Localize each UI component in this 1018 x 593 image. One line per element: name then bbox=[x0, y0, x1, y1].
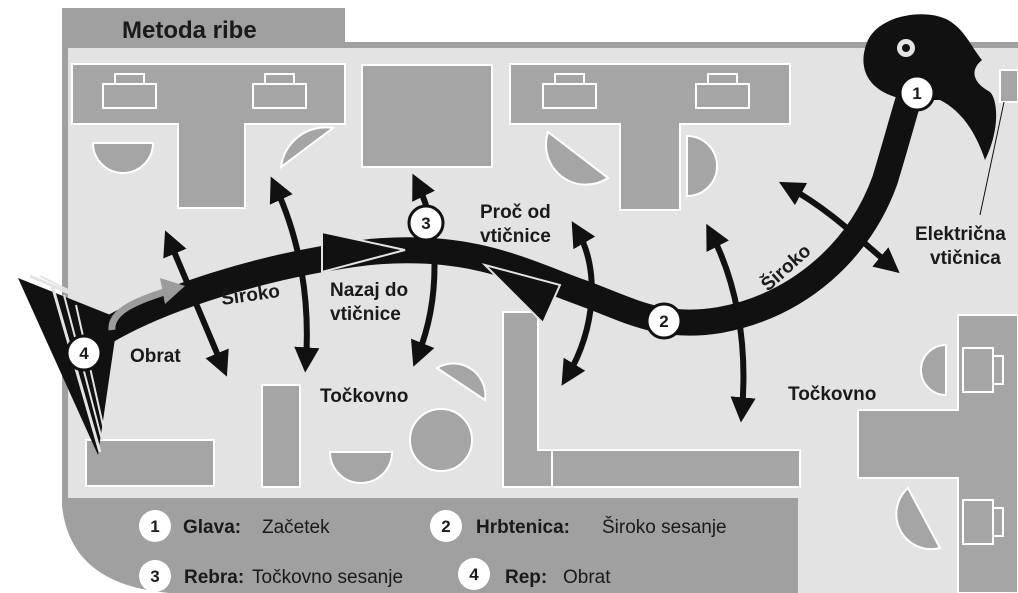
chair-top-left-1 bbox=[91, 142, 155, 174]
direction-arrow-nazaj bbox=[321, 230, 406, 274]
chair-bottom-1 bbox=[328, 451, 394, 484]
svg-text:1: 1 bbox=[912, 84, 921, 103]
chair-right-1 bbox=[920, 343, 947, 397]
chair-right-2 bbox=[895, 486, 942, 551]
marker-2: 2 bbox=[645, 302, 683, 340]
legend-panel bbox=[62, 498, 798, 593]
legend-desc-4: Obrat bbox=[563, 567, 611, 588]
rib-5 bbox=[706, 223, 756, 423]
desk-top-left bbox=[71, 63, 346, 209]
desk-top-right bbox=[509, 63, 791, 211]
marker-1: 1 bbox=[898, 74, 936, 112]
diagram-title: Metoda ribe bbox=[122, 17, 257, 44]
label-nazaj-1: Nazaj do bbox=[330, 280, 408, 301]
desk-right bbox=[857, 314, 1018, 593]
legend-term-3: Rebra: bbox=[184, 567, 244, 588]
svg-text:4: 4 bbox=[469, 565, 479, 584]
label-elektricna-1: Električna bbox=[915, 224, 1006, 245]
desk-bottom-left bbox=[85, 439, 215, 487]
outlet-pointer-line bbox=[979, 101, 1005, 216]
monitor-icons-right bbox=[542, 73, 750, 109]
turn-arrow bbox=[108, 286, 172, 331]
rib-3 bbox=[410, 173, 438, 367]
legend-item-2: 2 Hrbtenica: Široko sesanje bbox=[430, 510, 727, 542]
legend-desc-1: Začetek bbox=[262, 517, 330, 538]
label-tockovno-left: Točkovno bbox=[320, 386, 408, 407]
label-proc-2: vtičnice bbox=[480, 226, 551, 247]
outlet-box bbox=[999, 69, 1018, 103]
legend: 1 Glava: Začetek 2 Hrbtenica: Široko ses… bbox=[139, 510, 727, 592]
legend-item-1: 1 Glava: Začetek bbox=[139, 510, 330, 542]
rib-4 bbox=[561, 221, 596, 386]
chair-top-left-2 bbox=[279, 126, 336, 170]
svg-text:4: 4 bbox=[79, 344, 89, 363]
round-table bbox=[409, 408, 473, 472]
rib-2 bbox=[269, 176, 320, 373]
legend-desc-2: Široko sesanje bbox=[602, 516, 727, 538]
label-obrat: Obrat bbox=[130, 346, 181, 367]
svg-text:1: 1 bbox=[150, 517, 159, 536]
monitor-icons-left bbox=[102, 73, 307, 109]
legend-item-4: 4 Rep: Obrat bbox=[458, 558, 611, 590]
marker-4: 4 bbox=[65, 334, 103, 372]
legend-item-3: 3 Rebra: Točkovno sesanje bbox=[139, 560, 403, 592]
chair-bottom-2 bbox=[435, 362, 487, 402]
marker-3: 3 bbox=[407, 204, 445, 242]
legend-term-1: Glava: bbox=[183, 517, 241, 538]
label-nazaj-2: vtičnice bbox=[330, 304, 401, 325]
cabinet-bottom bbox=[261, 384, 301, 488]
chair-top-right-1 bbox=[545, 130, 610, 186]
legend-term-2: Hrbtenica: bbox=[476, 517, 570, 538]
svg-text:2: 2 bbox=[659, 312, 668, 331]
rib-arrows bbox=[163, 173, 900, 423]
svg-text:3: 3 bbox=[421, 214, 430, 233]
rib-1 bbox=[163, 230, 229, 377]
label-tockovno-right: Točkovno bbox=[788, 384, 876, 405]
label-proc-1: Proč od bbox=[480, 202, 551, 223]
label-elektricna-2: vtičnica bbox=[930, 248, 1001, 269]
desk-top-middle bbox=[361, 64, 493, 168]
svg-text:2: 2 bbox=[441, 517, 450, 536]
legend-term-4: Rep: bbox=[505, 567, 547, 588]
direction-arrow-proc bbox=[481, 263, 562, 325]
legend-desc-3: Točkovno sesanje bbox=[252, 567, 403, 588]
rib-6 bbox=[778, 181, 900, 274]
svg-text:3: 3 bbox=[150, 567, 159, 586]
chair-top-right-2 bbox=[686, 134, 718, 198]
title-tab bbox=[62, 8, 345, 42]
monitor-icons-far-right bbox=[962, 347, 1004, 545]
